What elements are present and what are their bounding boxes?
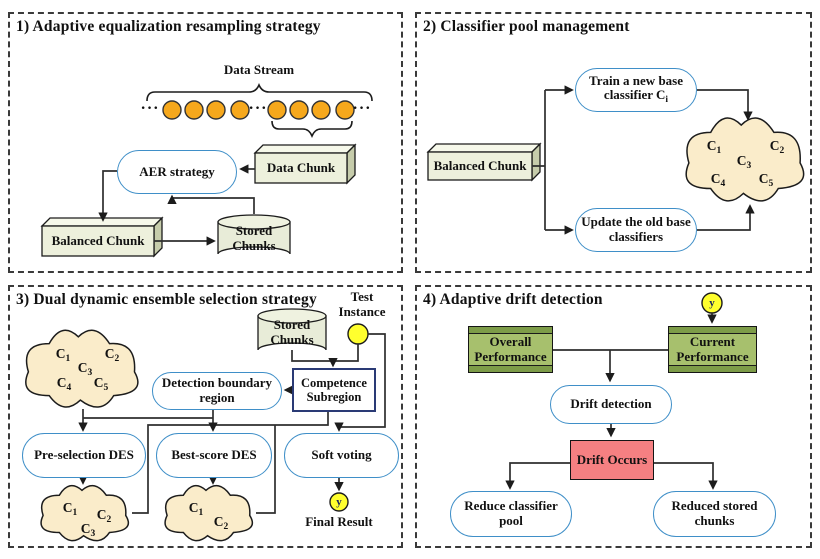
stored-chunks-label-p1: Stored Chunks: [232, 223, 276, 253]
p3-cloud2-c1: C1: [188, 500, 204, 518]
overall-performance-node: Overall Performance: [468, 326, 553, 373]
best-score-des-node: Best-score DES: [156, 433, 272, 478]
balanced-chunk-label-p1: Balanced Chunk: [51, 232, 145, 248]
p3-pool-c1: C1: [55, 346, 71, 364]
p2-classifier-c1: C1: [706, 138, 722, 156]
aer-strategy-node: AER strategy: [117, 150, 237, 194]
p3-cloud1-c2: C2: [96, 507, 112, 525]
test-instance-label: Test Instance: [338, 289, 386, 319]
p3-pool-c4: C4: [56, 375, 72, 393]
panel-4-title: 4) Adaptive drift detection: [423, 291, 603, 308]
p2-classifier-c5: C5: [758, 171, 774, 189]
p2-classifier-c3: C3: [736, 153, 752, 171]
pre-selection-des-node: Pre-selection DES: [22, 433, 146, 478]
current-performance-node: Current Performance: [668, 326, 757, 373]
p3-pool-c5: C5: [93, 375, 109, 393]
stored-chunks-label-p3: Stored Chunks: [270, 317, 314, 347]
stream-ellipsis-left: ···: [140, 100, 160, 118]
soft-voting-node: Soft voting: [284, 433, 399, 478]
data-stream-label: Data Stream: [223, 61, 295, 77]
drift-occurs-node: Drift Occurs: [570, 440, 654, 480]
panel-3-title: 3) Dual dynamic ensemble selection strat…: [16, 291, 317, 308]
update-classifiers-node: Update the old base classifiers: [575, 208, 697, 252]
train-classifier-node: Train a new base classifier Ci: [575, 68, 697, 112]
final-result-y-label: y: [336, 495, 342, 508]
p2-classifier-c2: C2: [769, 138, 785, 156]
p2-classifier-c4: C4: [710, 171, 726, 189]
p3-pool-c2: C2: [104, 346, 120, 364]
balanced-chunk-label-p2: Balanced Chunk: [433, 157, 527, 173]
competence-subregion-node: Competence Subregion: [292, 368, 376, 412]
p3-cloud1-c1: C1: [62, 500, 78, 518]
p3-pool-c3: C3: [77, 360, 93, 378]
reduce-classifier-pool-node: Reduce classifier pool: [450, 491, 572, 537]
train-line2: classifier C: [603, 87, 666, 103]
stream-ellipsis-mid: ···: [248, 100, 268, 118]
drift-detection-node: Drift detection: [550, 385, 672, 424]
prediction-y-label: y: [709, 296, 715, 309]
train-line2-sub: i: [665, 95, 669, 106]
reduced-stored-chunks-node: Reduced stored chunks: [653, 491, 776, 537]
final-result-label: Final Result: [305, 513, 373, 529]
panel-1-title: 1) Adaptive equalization resampling stra…: [16, 18, 321, 35]
data-chunk-label: Data Chunk: [266, 159, 336, 175]
p3-cloud2-c2: C2: [213, 514, 229, 532]
stream-ellipsis-right: ···: [352, 100, 372, 118]
panel-2-title: 2) Classifier pool management: [423, 18, 630, 35]
train-line1: Train a new base: [588, 72, 683, 88]
p3-cloud1-c3: C3: [80, 521, 96, 539]
detection-boundary-node: Detection boundary region: [152, 372, 282, 410]
